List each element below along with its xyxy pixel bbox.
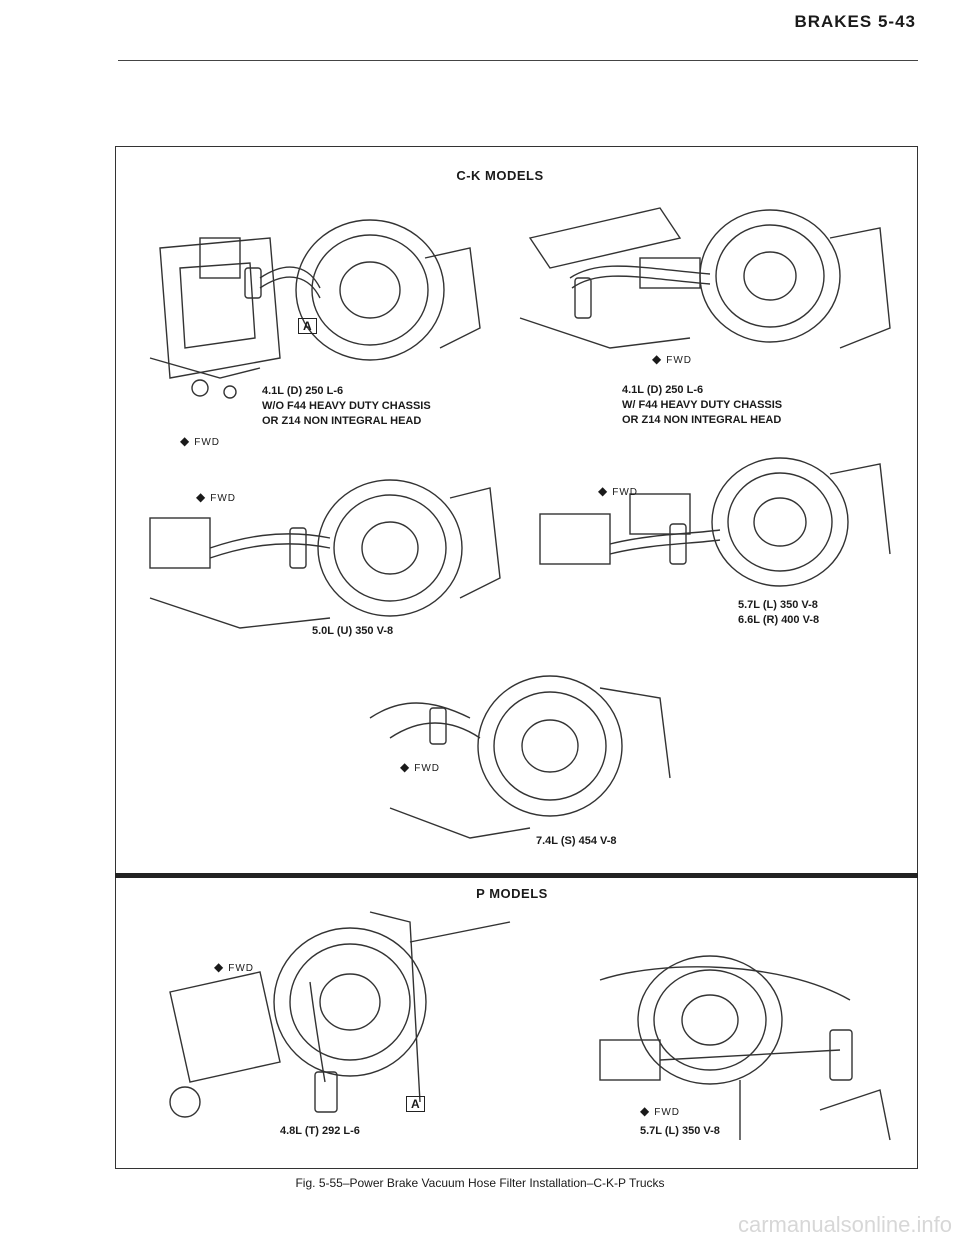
fwd-text: FWD [612, 487, 639, 498]
fwd-text: FWD [654, 1107, 681, 1118]
fwd-arrow-icon: ◆ [400, 760, 411, 774]
engine-illustration-7 [540, 940, 910, 1150]
caption-fig1-line-1: 4.1L (D) 250 L-6 [262, 385, 344, 397]
fwd-text: FWD [210, 493, 237, 504]
fwd-text: FWD [228, 963, 255, 974]
caption-fig5-line-1: 7.4L (S) 454 V-8 [536, 835, 617, 847]
p-models-title: P MODELS [476, 886, 548, 901]
header-rule [118, 60, 918, 61]
caption-fig4: 5.7L (L) 350 V-8 6.6L (R) 400 V-8 [738, 598, 819, 628]
engine-illustration-1 [140, 208, 500, 418]
caption-fig4-line-1: 5.7L (L) 350 V-8 [738, 599, 818, 611]
callout-a-badge-1: A [298, 318, 317, 334]
fwd-arrow-icon: ◆ [652, 352, 663, 366]
fwd-label-1: ◆FWD [180, 434, 220, 448]
engine-illustration-3 [130, 468, 510, 648]
fwd-text: FWD [666, 355, 693, 366]
caption-fig2-line-3: OR Z14 NON INTEGRAL HEAD [622, 414, 782, 426]
caption-fig2-line-1: 4.1L (D) 250 L-6 [622, 384, 704, 396]
caption-fig3: 5.0L (U) 350 V-8 [312, 624, 393, 639]
fwd-label-4: ◆FWD [598, 484, 638, 498]
figure-frame [115, 146, 918, 1169]
figure-caption: Fig. 5-55–Power Brake Vacuum Hose Filter… [295, 1176, 665, 1190]
fwd-arrow-icon: ◆ [214, 960, 225, 974]
caption-fig2-line-2: W/ F44 HEAVY DUTY CHASSIS [622, 399, 783, 411]
caption-fig7: 5.7L (L) 350 V-8 [640, 1124, 720, 1139]
engine-illustration-6 [150, 902, 530, 1132]
fwd-label-6: ◆FWD [214, 960, 254, 974]
engine-illustration-5 [330, 668, 710, 848]
fwd-label-3: ◆FWD [196, 490, 236, 504]
caption-fig4-line-2: 6.6L (R) 400 V-8 [738, 614, 820, 626]
caption-fig1-line-2: W/O F44 HEAVY DUTY CHASSIS [262, 400, 431, 412]
fwd-label-5: ◆FWD [400, 760, 440, 774]
fwd-arrow-icon: ◆ [180, 434, 191, 448]
caption-fig2: 4.1L (D) 250 L-6 W/ F44 HEAVY DUTY CHASS… [622, 383, 782, 428]
caption-fig1-line-3: OR Z14 NON INTEGRAL HEAD [262, 415, 422, 427]
caption-fig6: 4.8L (T) 292 L-6 [280, 1124, 360, 1139]
fwd-arrow-icon: ◆ [196, 490, 207, 504]
page-header: BRAKES 5-43 [794, 12, 916, 31]
caption-fig6-line-1: 4.8L (T) 292 L-6 [280, 1125, 360, 1137]
caption-fig5: 7.4L (S) 454 V-8 [536, 834, 617, 849]
fwd-label-7: ◆FWD [640, 1104, 680, 1118]
caption-fig1: 4.1L (D) 250 L-6 W/O F44 HEAVY DUTY CHAS… [262, 384, 431, 429]
engine-illustration-4 [520, 454, 900, 604]
fwd-text: FWD [414, 763, 441, 774]
section-divider [115, 873, 918, 878]
fwd-arrow-icon: ◆ [640, 1104, 651, 1118]
fwd-label-2: ◆FWD [652, 352, 692, 366]
ck-models-title: C-K MODELS [456, 168, 544, 183]
watermark: carmanualsonline.info [737, 1212, 952, 1237]
engine-illustration-2 [510, 198, 900, 378]
callout-a-badge-2: A [406, 1096, 425, 1112]
fwd-arrow-icon: ◆ [598, 484, 609, 498]
caption-fig7-line-1: 5.7L (L) 350 V-8 [640, 1125, 720, 1137]
caption-fig3-line-1: 5.0L (U) 350 V-8 [312, 625, 394, 637]
fwd-text: FWD [194, 437, 221, 448]
